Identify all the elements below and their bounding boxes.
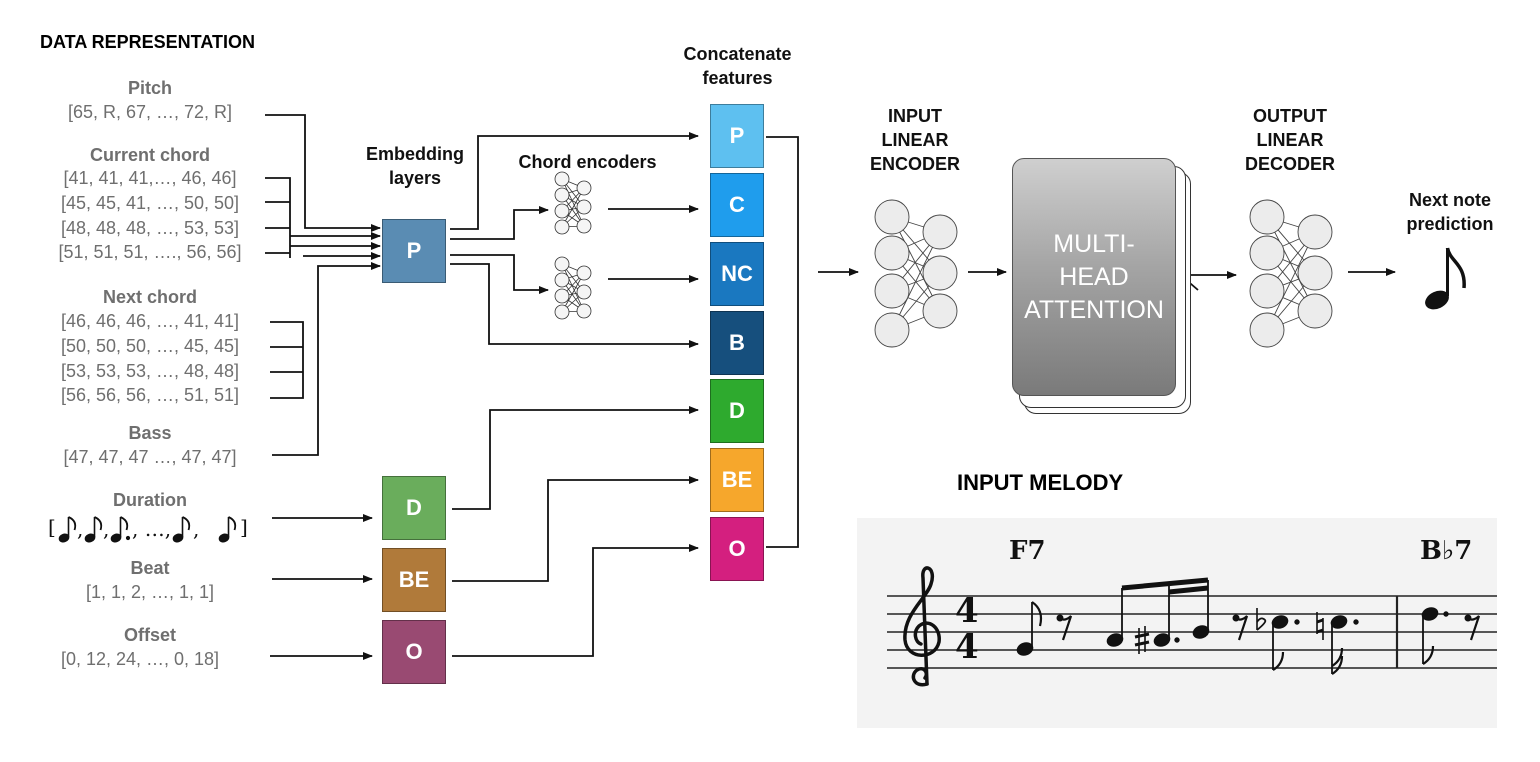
svg-text:,: , <box>77 517 83 541</box>
svg-text:, …,: , …, <box>132 517 171 541</box>
eighth-note-icon <box>58 516 77 543</box>
current-chord-value: [41, 41, 41,…, 46, 46] <box>63 168 237 188</box>
current-chord-label: Current chord <box>89 145 210 165</box>
output-decoder-network <box>1249 199 1333 348</box>
svg-text:,: , <box>103 517 109 541</box>
concat-box-bass: B <box>710 311 764 375</box>
melody-title: INPUT MELODY <box>957 470 1124 495</box>
svg-text:]: ] <box>240 515 248 539</box>
beat-label: Beat <box>130 558 170 578</box>
pitch-label: Pitch <box>127 78 172 98</box>
concat-box-chord: C <box>710 173 764 237</box>
embedding-box-duration: D <box>382 476 446 540</box>
input-encoder-network <box>874 199 958 348</box>
section-title: DATA REPRESENTATION <box>40 32 255 52</box>
melody-score: F7 B♭7 4 4 <box>857 518 1497 728</box>
eighth-note-icon <box>110 516 131 543</box>
duration-notes: [ , , , …, , ] <box>48 515 248 543</box>
bass-label: Bass <box>128 423 172 443</box>
next-chord-value: [50, 50, 50, …, 45, 45] <box>60 336 240 356</box>
time-signature-bottom: 4 <box>955 627 979 667</box>
concat-box-offset: O <box>710 517 764 581</box>
next-chord-value: [56, 56, 56, …, 51, 51] <box>60 385 240 405</box>
neuron-layer-icon <box>1249 199 1333 348</box>
svg-text:[: [ <box>48 515 56 539</box>
next-chord-value: [53, 53, 53, …, 48, 48] <box>60 361 240 381</box>
duration-label: Duration <box>113 490 187 510</box>
eighth-note-icon <box>218 516 237 543</box>
eighth-note-icon <box>84 516 103 543</box>
embedding-box-offset: O <box>382 620 446 684</box>
current-chord-value: [51, 51, 51, …., 56, 56] <box>58 242 242 262</box>
next-chord-label: Next chord <box>102 287 198 307</box>
chord-symbol: F7 <box>1009 536 1046 566</box>
embedding-box-beat: BE <box>382 548 446 612</box>
neuron-layer-icon <box>554 171 592 320</box>
staff: 4 4 <box>887 566 1497 687</box>
chord-encoders-header: Chord encoders <box>518 152 657 172</box>
pitch-value: [65, R, 67, …, 72, R] <box>67 102 233 122</box>
concat-box-next-chord: NC <box>710 242 764 306</box>
concat-box-pitch: P <box>710 104 764 168</box>
treble-clef-icon <box>903 566 941 687</box>
beat-value: [1, 1, 2, …, 1, 1] <box>85 582 215 602</box>
embedding-box-pitch: P <box>382 219 446 283</box>
bass-value: [47, 47, 47 …, 47, 47] <box>63 447 237 467</box>
time-signature-top: 4 <box>955 591 979 631</box>
eighth-note-icon <box>1425 247 1466 310</box>
offset-value: [0, 12, 24, …, 0, 18] <box>60 649 220 669</box>
svg-text:,: , <box>193 517 199 541</box>
concat-box-duration: D <box>710 379 764 443</box>
concat-box-beat: BE <box>710 448 764 512</box>
offset-label: Offset <box>123 625 176 645</box>
eighth-note-icon <box>172 516 191 543</box>
chord-symbol: B♭7 <box>1420 536 1473 566</box>
next-chord-value: [46, 46, 46, …, 41, 41] <box>60 311 240 331</box>
neuron-layer-icon <box>874 199 958 348</box>
current-chord-value: [45, 45, 41, …, 50, 50] <box>60 193 240 213</box>
current-chord-value: [48, 48, 48, …, 53, 53] <box>60 218 240 238</box>
chord-encoder-networks <box>554 171 592 320</box>
